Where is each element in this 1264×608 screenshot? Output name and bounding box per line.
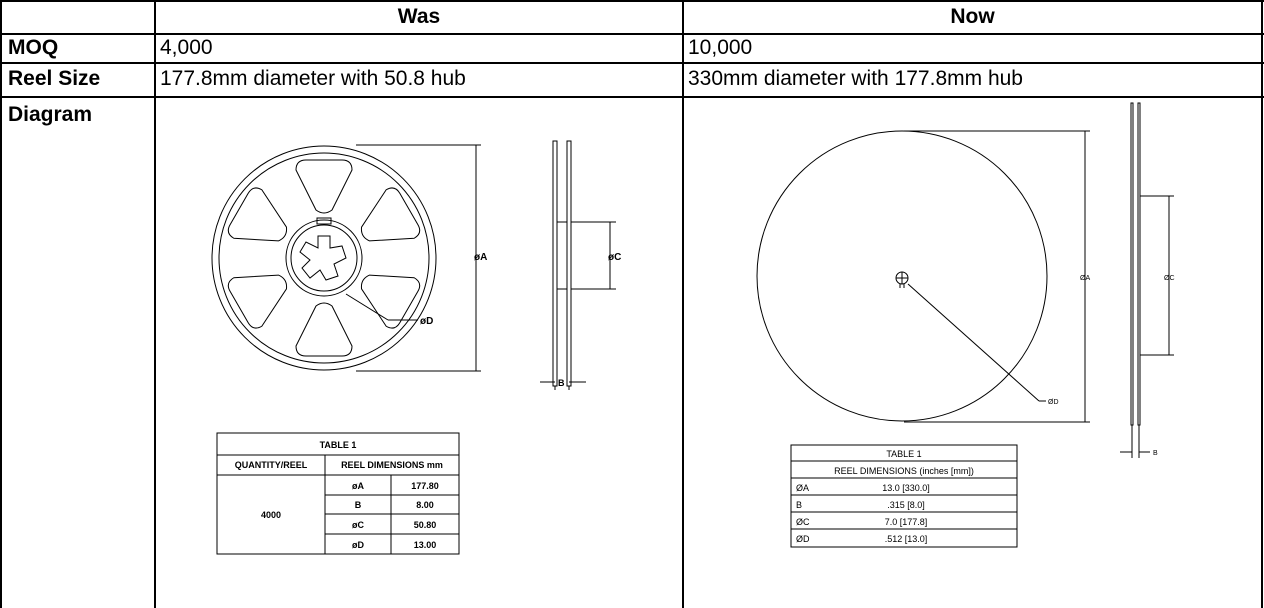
was-table-value: 177.80 [411,481,439,491]
was-table-dim: øD [352,540,364,550]
now-table-dim: ØC [796,517,810,527]
was-reel-outer-rim [211,145,437,371]
now-table-dim: ØA [796,483,809,493]
table-col-divider [682,0,684,608]
now-reel-outer-rim [756,130,1048,422]
now-reel-side-view [1120,102,1174,458]
row-label-diagram: Diagram [8,103,93,126]
table-row-divider [0,62,1264,64]
now-table-dim: ØD [796,534,810,544]
header-was: Was [397,5,441,28]
now-label-c: ØC [1164,275,1175,282]
moq-now-value: 10,000 [688,36,753,59]
was-label-c: øC [608,252,621,263]
now-label-d: ØD [1048,399,1059,406]
now-table-dim: B [796,500,802,510]
was-table-dim: øA [352,481,364,491]
was-table-quantity: 4000 [261,510,281,520]
now-label-a: ØA [1080,275,1090,282]
was-reel-drawing: øA øC øD B TABLE 1 QUANTITY/REEL REEL DI… [211,140,621,555]
was-table-dim: B [355,500,362,510]
now-table-value: .315 [8.0] [887,500,925,510]
was-table-col1-header: QUANTITY/REEL [235,460,308,470]
now-reel-drawing: ØA ØC ØD B TABLE 1 REEL DIMENSIONS (inch… [756,102,1175,548]
table-row-divider [0,33,1264,35]
now-dimension-table [790,444,1018,548]
was-label-a: øA [474,252,487,263]
header-now: Now [950,5,995,28]
was-table-col2-header: REEL DIMENSIONS mm [341,460,443,470]
reel-size-was-value: 177.8mm diameter with 50.8 hub [160,67,466,90]
was-table-dim: øC [352,520,364,530]
now-label-b: B [1153,450,1158,457]
now-table-subtitle: REEL DIMENSIONS (inches [mm]) [834,466,974,476]
was-dimension-table [216,432,460,555]
was-table-value: 13.00 [414,540,437,550]
was-label-d: øD [420,316,433,327]
table-border-left [0,0,2,608]
was-reel-hub-inner [290,224,358,292]
was-table-value: 8.00 [416,500,434,510]
now-table-value: .512 [13.0] [885,534,928,544]
was-label-b: B [558,378,565,388]
moq-was-value: 4,000 [160,36,213,59]
was-reel-spoke-windows [227,159,421,357]
was-reel-hub-cutout [299,235,347,281]
table-border-right [1261,0,1263,608]
was-table-title: TABLE 1 [320,440,357,450]
was-reel-inner-rim [218,152,430,364]
now-table-title: TABLE 1 [886,449,921,459]
table-col-divider [154,0,156,608]
now-table-value: 7.0 [177.8] [885,517,928,527]
was-reel-side-view [540,140,616,390]
row-label-moq: MOQ [8,36,59,59]
was-reel-hub-outer [285,219,363,297]
was-table-value: 50.80 [414,520,437,530]
row-label-reel-size: Reel Size [8,67,101,90]
table-row-divider [0,96,1264,98]
now-table-value: 13.0 [330.0] [882,483,930,493]
reel-size-now-value: 330mm diameter with 177.8mm hub [688,67,1023,90]
table-border-top [0,0,1264,2]
